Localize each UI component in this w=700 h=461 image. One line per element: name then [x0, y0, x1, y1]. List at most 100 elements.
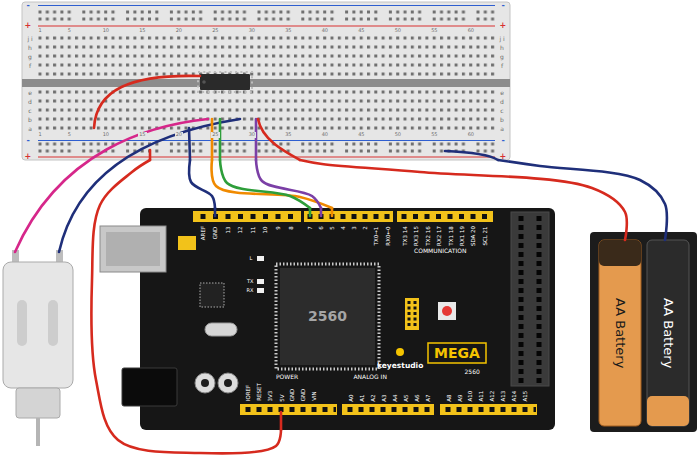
pin-label: 11 — [250, 226, 256, 233]
arduino-mega-board — [428, 343, 486, 363]
arduino-mega-board — [519, 216, 524, 384]
row-letters: e d c b a — [499, 88, 506, 133]
led-label: RX — [247, 288, 254, 294]
pin-label: 7 — [307, 226, 313, 230]
pin-label: AREF — [200, 226, 206, 240]
arduino-mega-board — [246, 407, 337, 412]
battery-holder — [647, 396, 689, 426]
arduino-mega-board — [193, 211, 301, 222]
led-label: TX — [247, 279, 253, 285]
pin-label: 6 — [318, 226, 324, 230]
pin-label: RX1 19 — [458, 226, 464, 246]
rail-sign: + — [25, 153, 32, 162]
arduino-mega-board — [280, 268, 375, 365]
arduino-mega-board — [257, 279, 264, 284]
rail-sign: - — [502, 2, 505, 11]
column-number: 30 — [248, 28, 256, 34]
arduino-mega-board — [200, 283, 224, 307]
rail-sign: - — [27, 137, 30, 146]
pin-label: A6 — [413, 394, 419, 401]
arduino-mega-board — [402, 214, 493, 219]
column-number: 45 — [357, 132, 365, 138]
row-letters: j i h g f — [27, 34, 34, 70]
column-number: 35 — [284, 28, 292, 34]
arduino-mega-board — [276, 264, 379, 369]
battery-label: AA Battery — [613, 298, 627, 368]
pin-label: 3V3 — [267, 390, 273, 401]
pin-label: A15 — [522, 390, 528, 401]
pin-label: 12 — [237, 226, 243, 233]
battery-holder — [599, 240, 641, 426]
column-number: 60 — [467, 132, 475, 138]
jumper-wire — [445, 151, 498, 160]
pin-label: A3 — [380, 394, 386, 401]
arduino-mega-board — [224, 379, 232, 387]
driver-chip — [200, 74, 250, 90]
pin-label: GND — [289, 388, 295, 401]
jumper-wire — [211, 119, 214, 160]
pin-label: TX2 16 — [424, 226, 430, 245]
arduino-mega-board — [405, 298, 419, 330]
breadboard-body — [38, 36, 496, 77]
arduino-mega-board — [122, 368, 177, 406]
arduino-mega-board — [257, 256, 264, 261]
microcontroller-chip: 2560 — [280, 268, 375, 365]
pin-label: GND — [212, 226, 218, 239]
jumper-wire — [15, 76, 498, 430]
pin-label: RESET — [256, 383, 262, 401]
pin-label: A12 — [489, 390, 495, 401]
breadboard-body — [38, 25, 495, 26]
pin-label: 2 — [362, 226, 368, 230]
battery-holder — [590, 232, 697, 432]
pin-label: A9 — [456, 394, 462, 401]
pin-label: A1 — [358, 394, 364, 401]
rail-sign: + — [500, 153, 507, 162]
pin-label: 8 — [287, 226, 293, 230]
column-number: 50 — [394, 28, 402, 34]
dc-motor — [16, 388, 60, 418]
arduino-mega-board — [140, 208, 555, 430]
column-number: 5 — [67, 28, 72, 34]
board-model: MEGA — [434, 346, 480, 361]
pin-label: A14 — [511, 390, 517, 401]
pin-label: A4 — [391, 394, 397, 401]
arduino-mega-board — [304, 211, 393, 222]
battery-label: AA Battery — [661, 298, 675, 368]
breadboard-body — [22, 2, 510, 160]
column-number: 50 — [394, 132, 402, 138]
pin-label: TX3 14 — [401, 226, 407, 245]
arduino-mega-board — [440, 404, 537, 415]
pin-label: GND — [300, 388, 306, 401]
column-number: 35 — [284, 132, 292, 138]
chip-marking: 2560 — [308, 309, 347, 324]
pin-label: A10 — [467, 390, 473, 401]
pin-label: 4 — [340, 226, 346, 230]
column-number: 15 — [138, 132, 146, 138]
arduino-mega-board — [257, 288, 264, 293]
arduino-mega-board — [537, 216, 542, 384]
pin-label: 9 — [275, 226, 281, 230]
column-number: 1 — [38, 28, 43, 34]
column-number: 25 — [211, 28, 219, 34]
header-title: POWER — [276, 374, 298, 381]
brand-name: keyestudio — [377, 362, 423, 370]
arduino-mega-board — [195, 373, 215, 393]
pin-label: 3 — [351, 226, 357, 230]
arduino-mega-board — [396, 348, 404, 356]
breadboard-body — [22, 79, 510, 87]
jumper-wire — [91, 160, 281, 453]
pin-label: A8 — [445, 394, 451, 401]
arduino-mega-board — [442, 306, 452, 316]
arduino-mega-board — [100, 226, 166, 272]
pin-label: A7 — [424, 394, 430, 401]
aa-battery: AA Battery — [647, 240, 689, 426]
jumper-wire — [15, 119, 208, 252]
breadboard-body — [38, 156, 495, 157]
pin-label: 5V — [278, 394, 284, 401]
arduino-mega-board — [348, 407, 434, 412]
arduino-mega-board — [397, 211, 493, 222]
jumper-wire — [255, 119, 258, 160]
driver-chip — [202, 80, 206, 84]
